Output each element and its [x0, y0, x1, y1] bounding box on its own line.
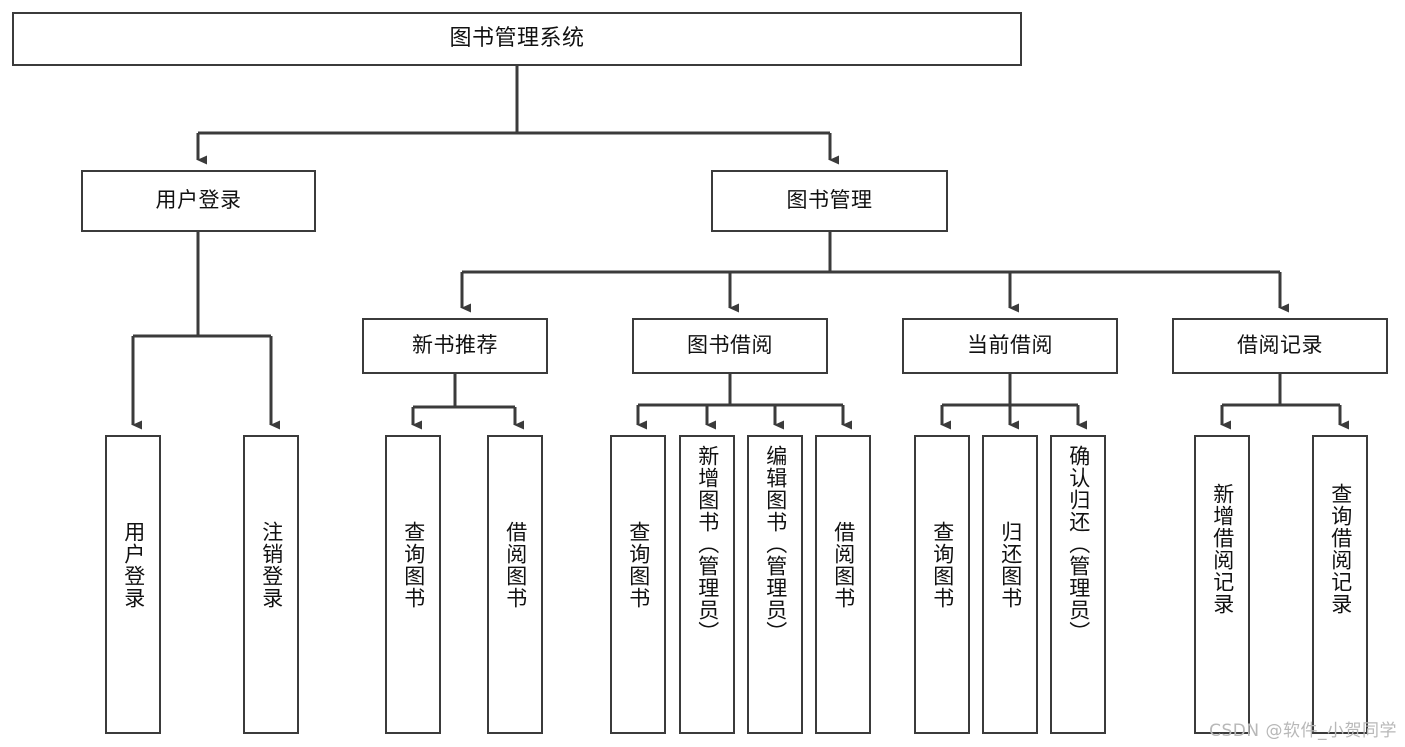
leaf-user-login[interactable]: 用户登录 [105, 435, 161, 734]
node-root-system[interactable]: 图书管理系统 [12, 12, 1022, 66]
leaf-label: 查询借阅记录 [1328, 483, 1353, 615]
leaf-label: 注销登录 [259, 521, 284, 609]
leaf-label: 用户登录 [121, 521, 146, 609]
leaf-edit-book-admin[interactable]: 编辑图书（管理员） [747, 435, 803, 734]
watermark-text: CSDN @软件_小贺同学 [1209, 721, 1397, 741]
leaf-borrow-book-recommend[interactable]: 借阅图书 [487, 435, 543, 734]
leaf-label: 新增图书（管理员） [695, 445, 720, 643]
node-current-borrow[interactable]: 当前借阅 [902, 318, 1118, 374]
node-new-book-recommend[interactable]: 新书推荐 [362, 318, 548, 374]
node-book-management[interactable]: 图书管理 [711, 170, 948, 232]
node-user-login[interactable]: 用户登录 [81, 170, 316, 232]
leaf-label: 确认归还（管理员） [1066, 445, 1091, 643]
leaf-label: 查询图书 [930, 521, 955, 609]
leaf-confirm-return-admin[interactable]: 确认归还（管理员） [1050, 435, 1106, 734]
leaf-borrow-book[interactable]: 借阅图书 [815, 435, 871, 734]
leaf-label: 借阅图书 [831, 521, 856, 609]
leaf-logout[interactable]: 注销登录 [243, 435, 299, 734]
leaf-label: 归还图书 [998, 521, 1023, 609]
node-borrow-record[interactable]: 借阅记录 [1172, 318, 1388, 374]
leaf-label: 新增借阅记录 [1210, 483, 1235, 615]
leaf-query-book-borrow[interactable]: 查询图书 [610, 435, 666, 734]
leaf-add-book-admin[interactable]: 新增图书（管理员） [679, 435, 735, 734]
leaf-add-borrow-record[interactable]: 新增借阅记录 [1194, 435, 1250, 734]
leaf-query-borrow-record[interactable]: 查询借阅记录 [1312, 435, 1368, 734]
leaf-query-book-current[interactable]: 查询图书 [914, 435, 970, 734]
leaf-label: 编辑图书（管理员） [763, 445, 788, 643]
leaf-label: 借阅图书 [503, 521, 528, 609]
node-book-borrow[interactable]: 图书借阅 [632, 318, 828, 374]
leaf-label: 查询图书 [626, 521, 651, 609]
leaf-query-book-recommend[interactable]: 查询图书 [385, 435, 441, 734]
leaf-return-book[interactable]: 归还图书 [982, 435, 1038, 734]
leaf-label: 查询图书 [401, 521, 426, 609]
